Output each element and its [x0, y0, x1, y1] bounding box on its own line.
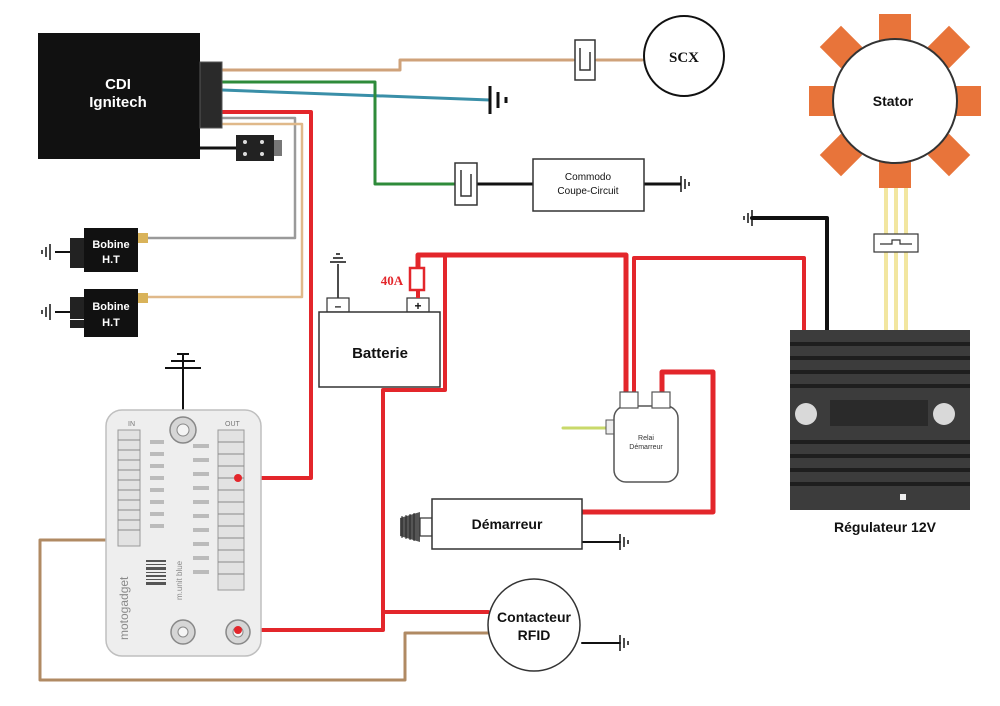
battery: – + Batterie 40A: [318, 253, 441, 388]
ground-icon: [330, 253, 346, 263]
ground-icon: [680, 176, 690, 192]
ground-icon: [41, 244, 51, 260]
bobine2-label-line2: H.T: [102, 317, 120, 329]
scx-connector: [574, 39, 596, 81]
bobine2-label-line1: Bobine: [92, 301, 129, 313]
rfid-switch: Contacteur RFID: [487, 578, 629, 672]
wire-cdi-module: [220, 110, 313, 480]
ground-icon: [488, 86, 508, 114]
wire-brown-loop: [38, 538, 490, 682]
commodo-switch: Commodo Coupe-Circuit: [454, 158, 690, 212]
wire-relay-regulator: [632, 256, 806, 397]
bobine1-label-line1: Bobine: [92, 239, 129, 251]
ground-icon: [619, 635, 629, 651]
ground-icon: [619, 534, 629, 550]
cdi-label-line2: Ignitech: [89, 94, 147, 111]
battery-minus: –: [335, 299, 342, 313]
ground-icon: [743, 210, 753, 226]
rfid-label-line2: RFID: [518, 627, 551, 643]
module-model: m.unit blue: [175, 560, 184, 600]
module-out-label: OUT: [225, 421, 241, 428]
stator-connector: [873, 233, 919, 253]
regulator-label: Régulateur 12V: [834, 519, 937, 535]
module-barcode: [146, 560, 166, 585]
commodo-connector: [454, 162, 478, 206]
wire-cdi-ground: [220, 88, 492, 102]
wire-cdi-commodo: [220, 80, 457, 186]
scx-label: SCX: [669, 50, 699, 66]
cdi-connector: [236, 135, 282, 161]
relay-label-line1: Relai: [638, 435, 654, 442]
battery-label: Batterie: [352, 345, 408, 362]
wire-cdi-scx: [220, 58, 644, 72]
ignition-coil-1: Bobine H.T: [41, 228, 148, 272]
rfid-label-line1: Contacteur: [497, 609, 571, 625]
fuse-label: 40A: [381, 273, 404, 288]
cdi-unit: CDI Ignitech: [38, 33, 223, 159]
module-in-label: IN: [128, 421, 135, 428]
wire-cdi-bobine1: [146, 116, 297, 240]
battery-plus: +: [414, 299, 421, 313]
regulator: Régulateur 12V: [743, 210, 970, 535]
scx-pickup: SCX: [574, 15, 725, 97]
commodo-label-line2: Coupe-Circuit: [557, 186, 618, 197]
commodo-label-line1: Commodo: [565, 172, 612, 183]
ground-icon: [165, 353, 201, 369]
cdi-label-line1: CDI: [105, 76, 131, 93]
starter-label: Démarreur: [472, 516, 543, 532]
wire-battery-relay: [415, 252, 629, 398]
bobine1-label-line2: H.T: [102, 254, 120, 266]
fuse: [408, 266, 426, 292]
ground-icon: [41, 304, 51, 320]
wire-relay-starter: [579, 369, 716, 515]
wire-cdi-bobine2: [146, 122, 304, 299]
starter-motor: Démarreur: [400, 498, 629, 550]
wire-regulator-ground: [750, 216, 829, 332]
m-unit-module: IN OUT: [105, 353, 262, 657]
wire-battery-contacteur: [236, 253, 447, 632]
wire-stator: [884, 183, 908, 332]
ignition-coil-2: Bobine H.T: [41, 289, 148, 337]
starter-relay: Relai Démarreur: [605, 391, 679, 483]
module-brand: motogadget: [117, 576, 131, 640]
relay-label-line2: Démarreur: [629, 444, 663, 451]
stator-label: Stator: [873, 93, 914, 109]
